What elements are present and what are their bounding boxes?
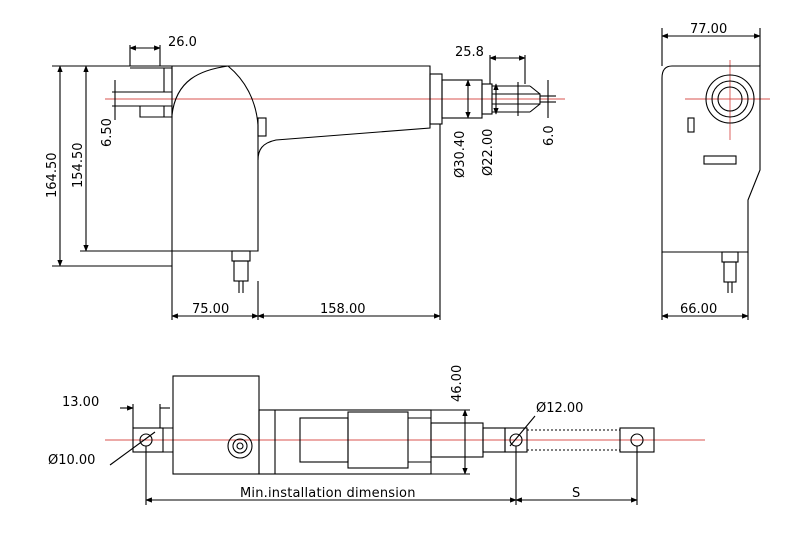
dim-clevis-offset: 13.00: [62, 395, 99, 410]
dim-slot-width: 6.50: [100, 118, 115, 147]
dim-overall-height: 164.50: [45, 153, 60, 199]
dim-motor-width: 75.00: [192, 302, 229, 317]
dim-rear-clevis-length: 25.8: [455, 45, 484, 60]
gearbox-bottom: [258, 409, 432, 475]
dim-min-install: Min.installation dimension: [240, 486, 416, 501]
rod-end: [492, 85, 541, 113]
motor-housing: [171, 65, 431, 252]
side-view: [661, 28, 770, 320]
dim-inner-tube-dia: Ø22.00: [481, 129, 496, 176]
top-view: [52, 45, 565, 320]
dim-overall-depth: 77.00: [690, 22, 727, 37]
rear-clevis: [130, 67, 165, 118]
dim-height: 46.00: [450, 365, 465, 402]
dim-pin-dia: 6.0: [542, 125, 557, 146]
dim-rear-hole-dia: Ø10.00: [48, 453, 95, 468]
cable-gland: [231, 250, 251, 262]
dim-body-height: 154.50: [71, 143, 86, 189]
dim-front-hole-dia: Ø12.00: [536, 401, 583, 416]
inner-tube: [481, 83, 493, 115]
dim-base-width: 66.00: [680, 302, 717, 317]
bottom-view: [105, 375, 705, 505]
dim-outer-tube-dia: Ø30.40: [453, 131, 468, 178]
rear-clevis-bottom: [132, 427, 164, 453]
dim-tube-length: 158.00: [320, 302, 366, 317]
side-housing: [661, 65, 761, 253]
motor-block-bottom: [172, 375, 260, 475]
side-tube-outer: [705, 74, 755, 124]
dim-stroke: S: [572, 486, 580, 501]
dim-rod-end-width: 26.0: [168, 35, 197, 50]
